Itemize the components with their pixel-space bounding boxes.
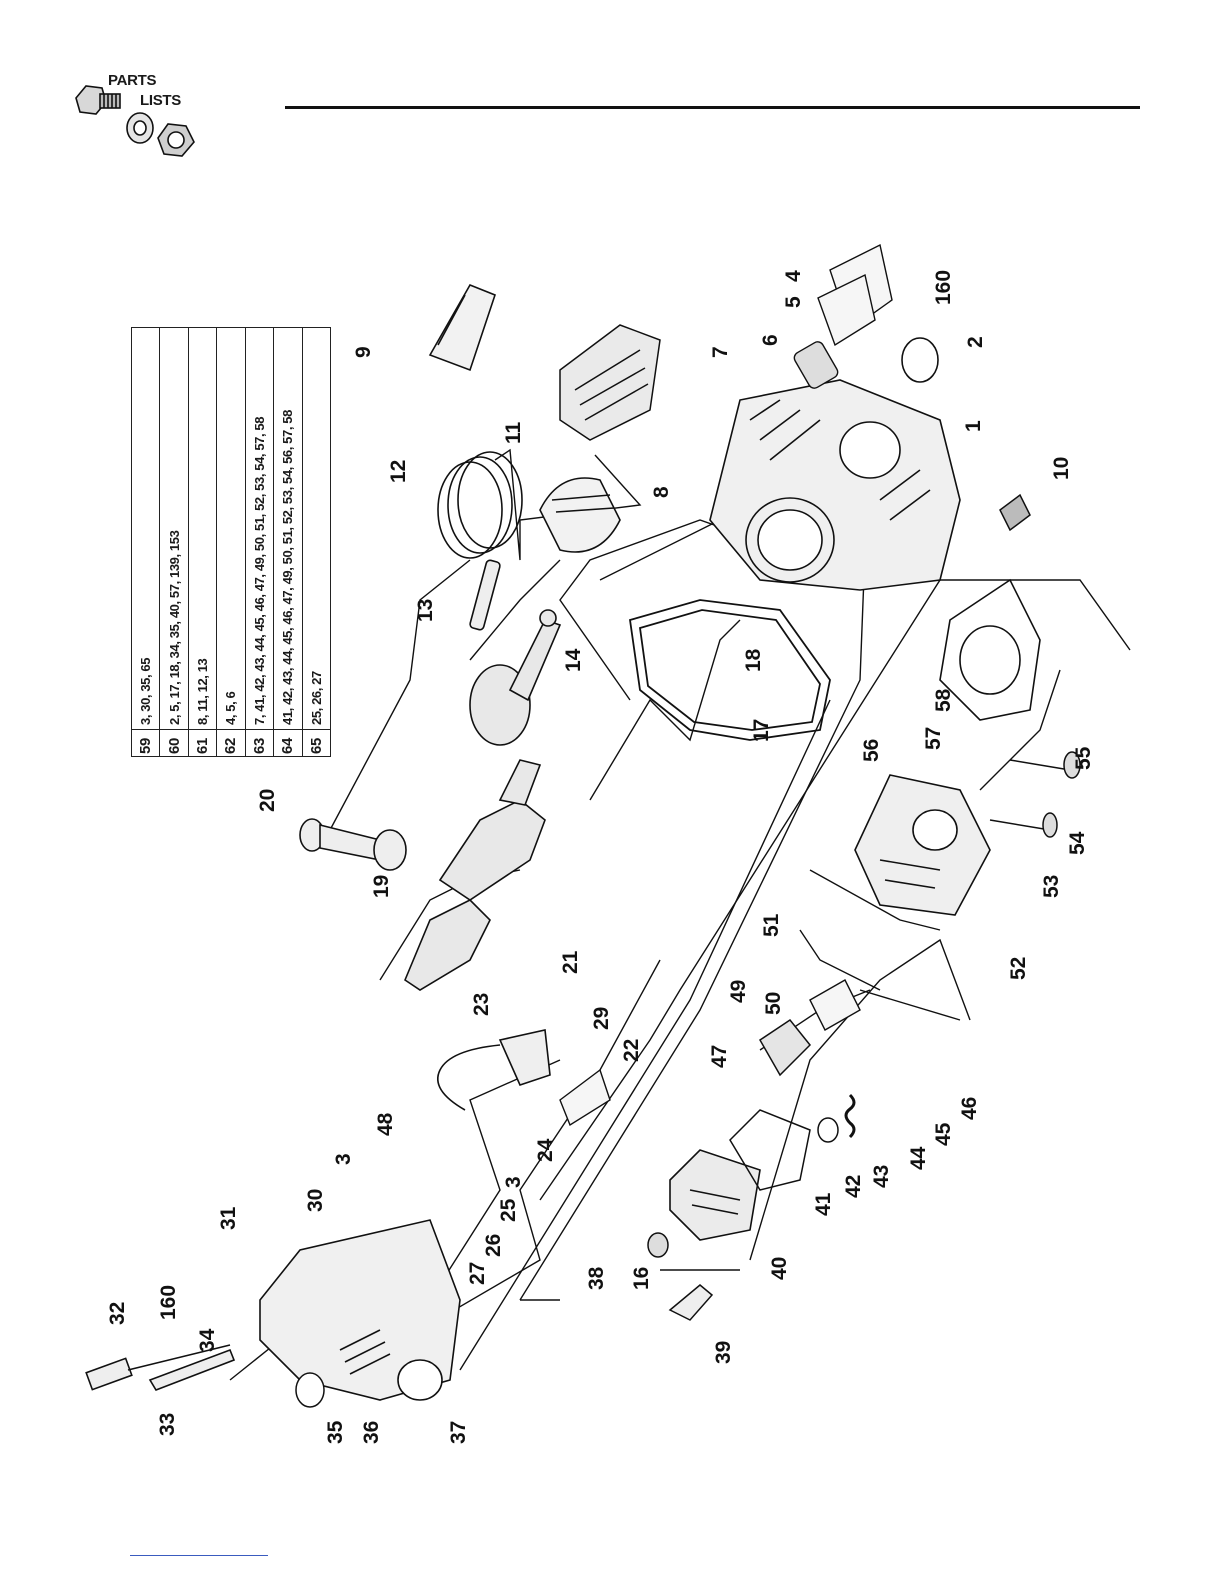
callout-label: 51 — [760, 913, 783, 937]
callout-label: 42 — [842, 1175, 865, 1198]
callout-label: 14 — [562, 648, 585, 672]
callout-label: 17 — [750, 719, 773, 742]
callout-label: 11 — [502, 421, 525, 444]
callout-label: 35 — [324, 1420, 347, 1444]
callout-label: 31 — [217, 1206, 240, 1230]
callout-label: 54 — [1066, 831, 1089, 855]
callout-label: 26 — [482, 1234, 505, 1257]
part-engine-block — [709, 379, 961, 591]
part-crankshaft — [404, 759, 546, 991]
callout-label: 58 — [932, 688, 955, 712]
callout-labels: 1 2 3 3 4 5 6 7 8 9 10 11 12 13 14 16 17… — [106, 270, 1095, 1444]
callout-label: 16 — [630, 1267, 653, 1290]
callout-label: 21 — [559, 950, 582, 974]
callout-label: 45 — [932, 1122, 955, 1146]
callout-label: 37 — [447, 1421, 470, 1444]
part-oil-pickup — [437, 1029, 551, 1111]
callout-label: 49 — [727, 980, 750, 1003]
part-rocker-arm — [759, 1018, 812, 1077]
callout-label: 33 — [156, 1413, 179, 1436]
callout-label: 23 — [470, 993, 493, 1016]
part-oil-seal — [901, 337, 939, 383]
part-dipstick — [85, 1344, 236, 1391]
callout-label: 13 — [414, 599, 437, 622]
part-breather-filter — [793, 341, 839, 389]
part-lifting-bracket — [668, 1284, 714, 1321]
footer-link-underline[interactable] — [130, 1555, 268, 1556]
callout-label: 3 — [332, 1153, 355, 1165]
callout-label: 10 — [1050, 457, 1073, 480]
part-rocker-cover — [669, 1149, 761, 1241]
callout-label: 53 — [1040, 875, 1063, 898]
part-crankcase-gasket — [628, 599, 831, 741]
callout-label: 24 — [534, 1138, 557, 1162]
callout-label: 46 — [958, 1097, 981, 1120]
header-rule — [285, 106, 1140, 109]
callout-label: 43 — [870, 1165, 893, 1188]
part-valves — [989, 751, 1081, 838]
callout-label: 160 — [157, 1285, 180, 1320]
part-valve-cover — [428, 283, 496, 372]
callout-label: 29 — [590, 1007, 613, 1030]
callout-label: 12 — [387, 460, 410, 483]
part-rocker-gasket — [729, 1109, 811, 1191]
logo-line-lists: LISTS — [140, 92, 182, 109]
callout-label: 2 — [964, 336, 987, 348]
part-plug — [647, 1232, 669, 1258]
callout-label: 56 — [860, 739, 883, 762]
callout-label: 47 — [708, 1045, 731, 1068]
callout-label: 5 — [782, 296, 805, 308]
callout-label: 52 — [1007, 957, 1030, 980]
callout-label: 8 — [650, 486, 673, 498]
callout-label: 55 — [1072, 746, 1095, 770]
callout-label: 18 — [742, 648, 765, 672]
callout-label: 4 — [782, 270, 805, 282]
part-cylinder-head — [559, 324, 661, 441]
callout-label: 41 — [812, 1192, 835, 1216]
part-head-gasket — [939, 578, 1041, 721]
part-push-rod-guide — [809, 979, 861, 1031]
part-camshaft — [469, 609, 562, 746]
callout-label: 20 — [256, 789, 279, 812]
callout-label: 25 — [497, 1198, 520, 1222]
assembly-lines — [229, 419, 1131, 1401]
part-crankcase-cover — [259, 1219, 461, 1401]
callout-label: 7 — [709, 346, 732, 358]
callout-label: 32 — [106, 1302, 129, 1325]
part-piston-rings — [437, 451, 523, 559]
callout-label: 34 — [196, 1328, 219, 1352]
part-seal-35 — [295, 1372, 325, 1408]
callout-label: 19 — [370, 875, 393, 898]
callout-label: 39 — [712, 1341, 735, 1364]
part-screen — [559, 1068, 611, 1127]
logo-line-parts: PARTS — [108, 72, 157, 89]
part-wrist-pin — [469, 559, 501, 631]
callout-label: 1 — [962, 420, 985, 432]
callout-label: 160 — [932, 270, 955, 305]
callout-label: 44 — [907, 1146, 930, 1170]
part-fitting — [999, 493, 1031, 532]
callout-label: 38 — [585, 1266, 608, 1290]
callout-label: 6 — [759, 334, 782, 346]
callout-label: 22 — [620, 1039, 643, 1062]
callout-label: 30 — [304, 1189, 327, 1212]
callout-label: 48 — [374, 1112, 397, 1136]
part-breather-cover — [817, 243, 893, 347]
callout-label: 50 — [762, 992, 785, 1015]
part-connecting-rod — [299, 818, 407, 871]
part-cylinder-head-2 — [854, 774, 991, 916]
part-piston — [539, 477, 621, 553]
callout-label: 57 — [922, 727, 945, 750]
callout-label: 36 — [360, 1421, 383, 1444]
callout-label: 40 — [768, 1257, 791, 1280]
callout-label: 27 — [466, 1262, 489, 1285]
callout-label: 3 — [502, 1176, 525, 1188]
callout-label: 9 — [352, 346, 375, 358]
parts-lists-logo — [75, 85, 195, 157]
part-valve-springs — [817, 1093, 856, 1143]
